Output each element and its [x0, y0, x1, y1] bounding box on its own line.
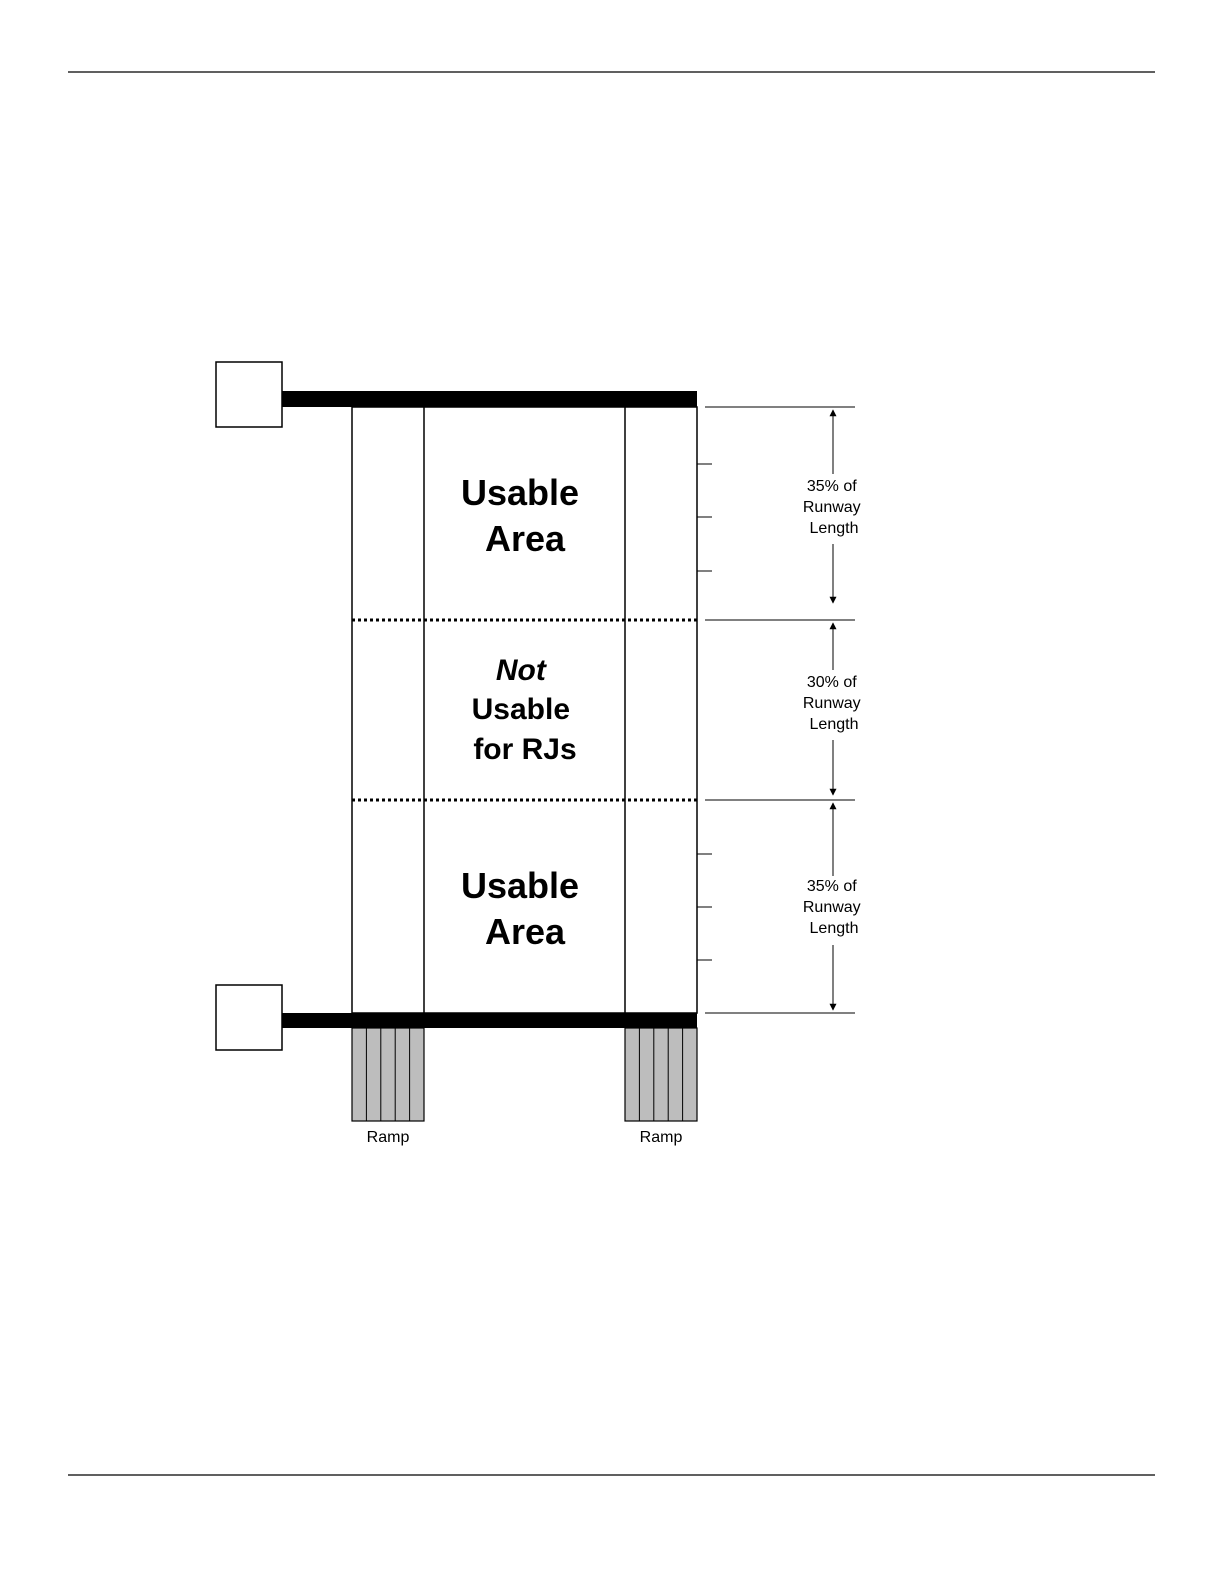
runway-end-bar-top	[282, 391, 697, 407]
ramp-left	[352, 1028, 424, 1121]
dimension-label-top: 35% of Runway Length	[803, 478, 865, 537]
dimension-label-middle: 30% of Runway Length	[803, 674, 865, 733]
ramp-right	[625, 1028, 697, 1121]
zone-label-top: Usable Area	[461, 472, 589, 559]
ramp-label-right: Ramp	[640, 1129, 683, 1146]
zone-label-bottom: Usable Area	[461, 865, 589, 952]
runway-end-marker-bottom	[216, 985, 282, 1050]
runway-end-bar-bottom	[282, 1013, 697, 1028]
zone-label-middle: Not Usable for RJs	[472, 654, 579, 766]
runway-end-marker-top	[216, 362, 282, 427]
edge-ticks	[697, 464, 712, 960]
dimension-label-bottom: 35% of Runway Length	[803, 878, 865, 937]
ramp-label-left: Ramp	[367, 1129, 410, 1146]
